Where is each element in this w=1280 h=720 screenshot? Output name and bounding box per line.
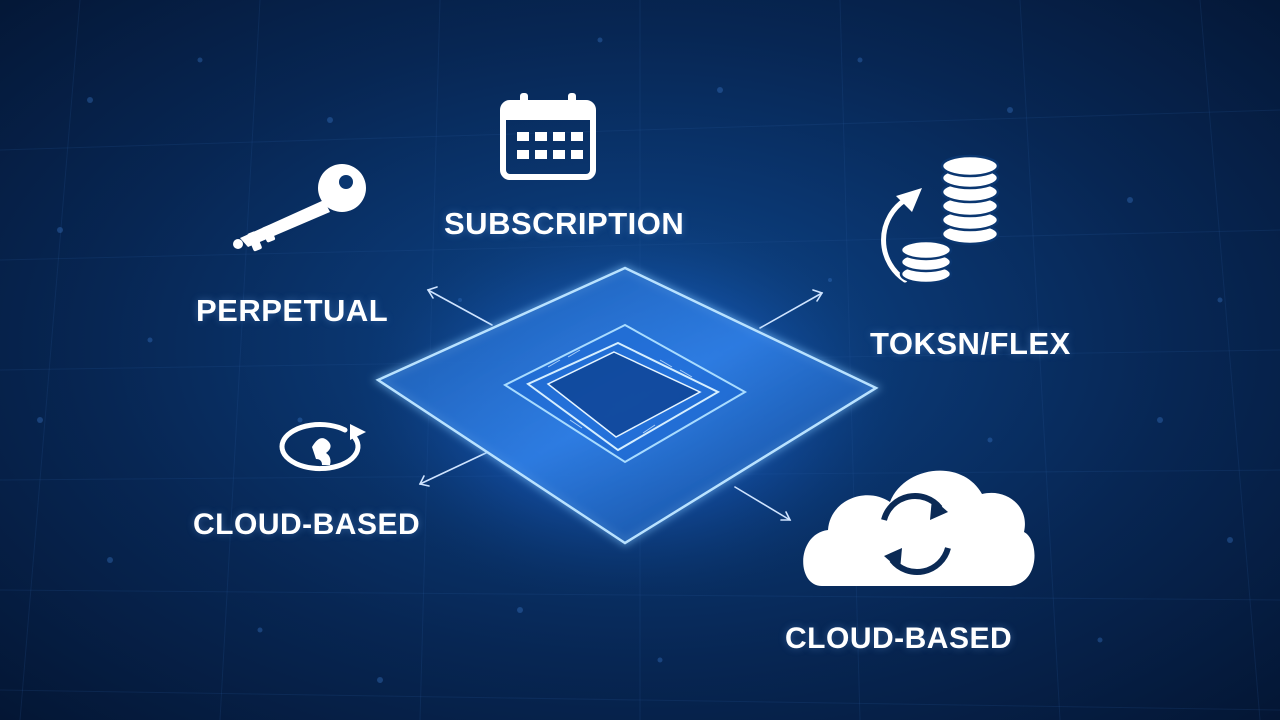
connector-token (759, 292, 823, 329)
subscription-label: SUBSCRIPTION (444, 206, 685, 241)
chip-inner-frame (526, 341, 721, 452)
arrowhead-cloud-left (418, 475, 430, 487)
arrowhead-cloud-right (780, 511, 792, 521)
token-flex-label: TOKSN/FLEX (870, 326, 1071, 361)
connector-perpetual (427, 289, 493, 326)
connector-cloud-right (734, 486, 791, 521)
chip-core (546, 351, 702, 438)
perpetual-label: PERPETUAL (196, 293, 389, 328)
connector-cloud-left (419, 451, 489, 485)
cloud-sync-icon (803, 470, 1035, 586)
cloud-based-right-label: CLOUD-BASED (785, 622, 1013, 655)
cloud-based-left-label: CLOUD-BASED (193, 508, 421, 541)
arrowhead-perpetual (426, 286, 438, 299)
circular-arrow-icon (279, 422, 366, 472)
chip-platform-icon (371, 264, 883, 547)
coins-refresh-icon (881, 154, 1000, 285)
background-dots (37, 37, 1233, 683)
arrowhead-token (812, 289, 824, 302)
calendar-icon (500, 93, 596, 180)
connector-arrows (418, 286, 824, 521)
key-icon (233, 164, 366, 252)
